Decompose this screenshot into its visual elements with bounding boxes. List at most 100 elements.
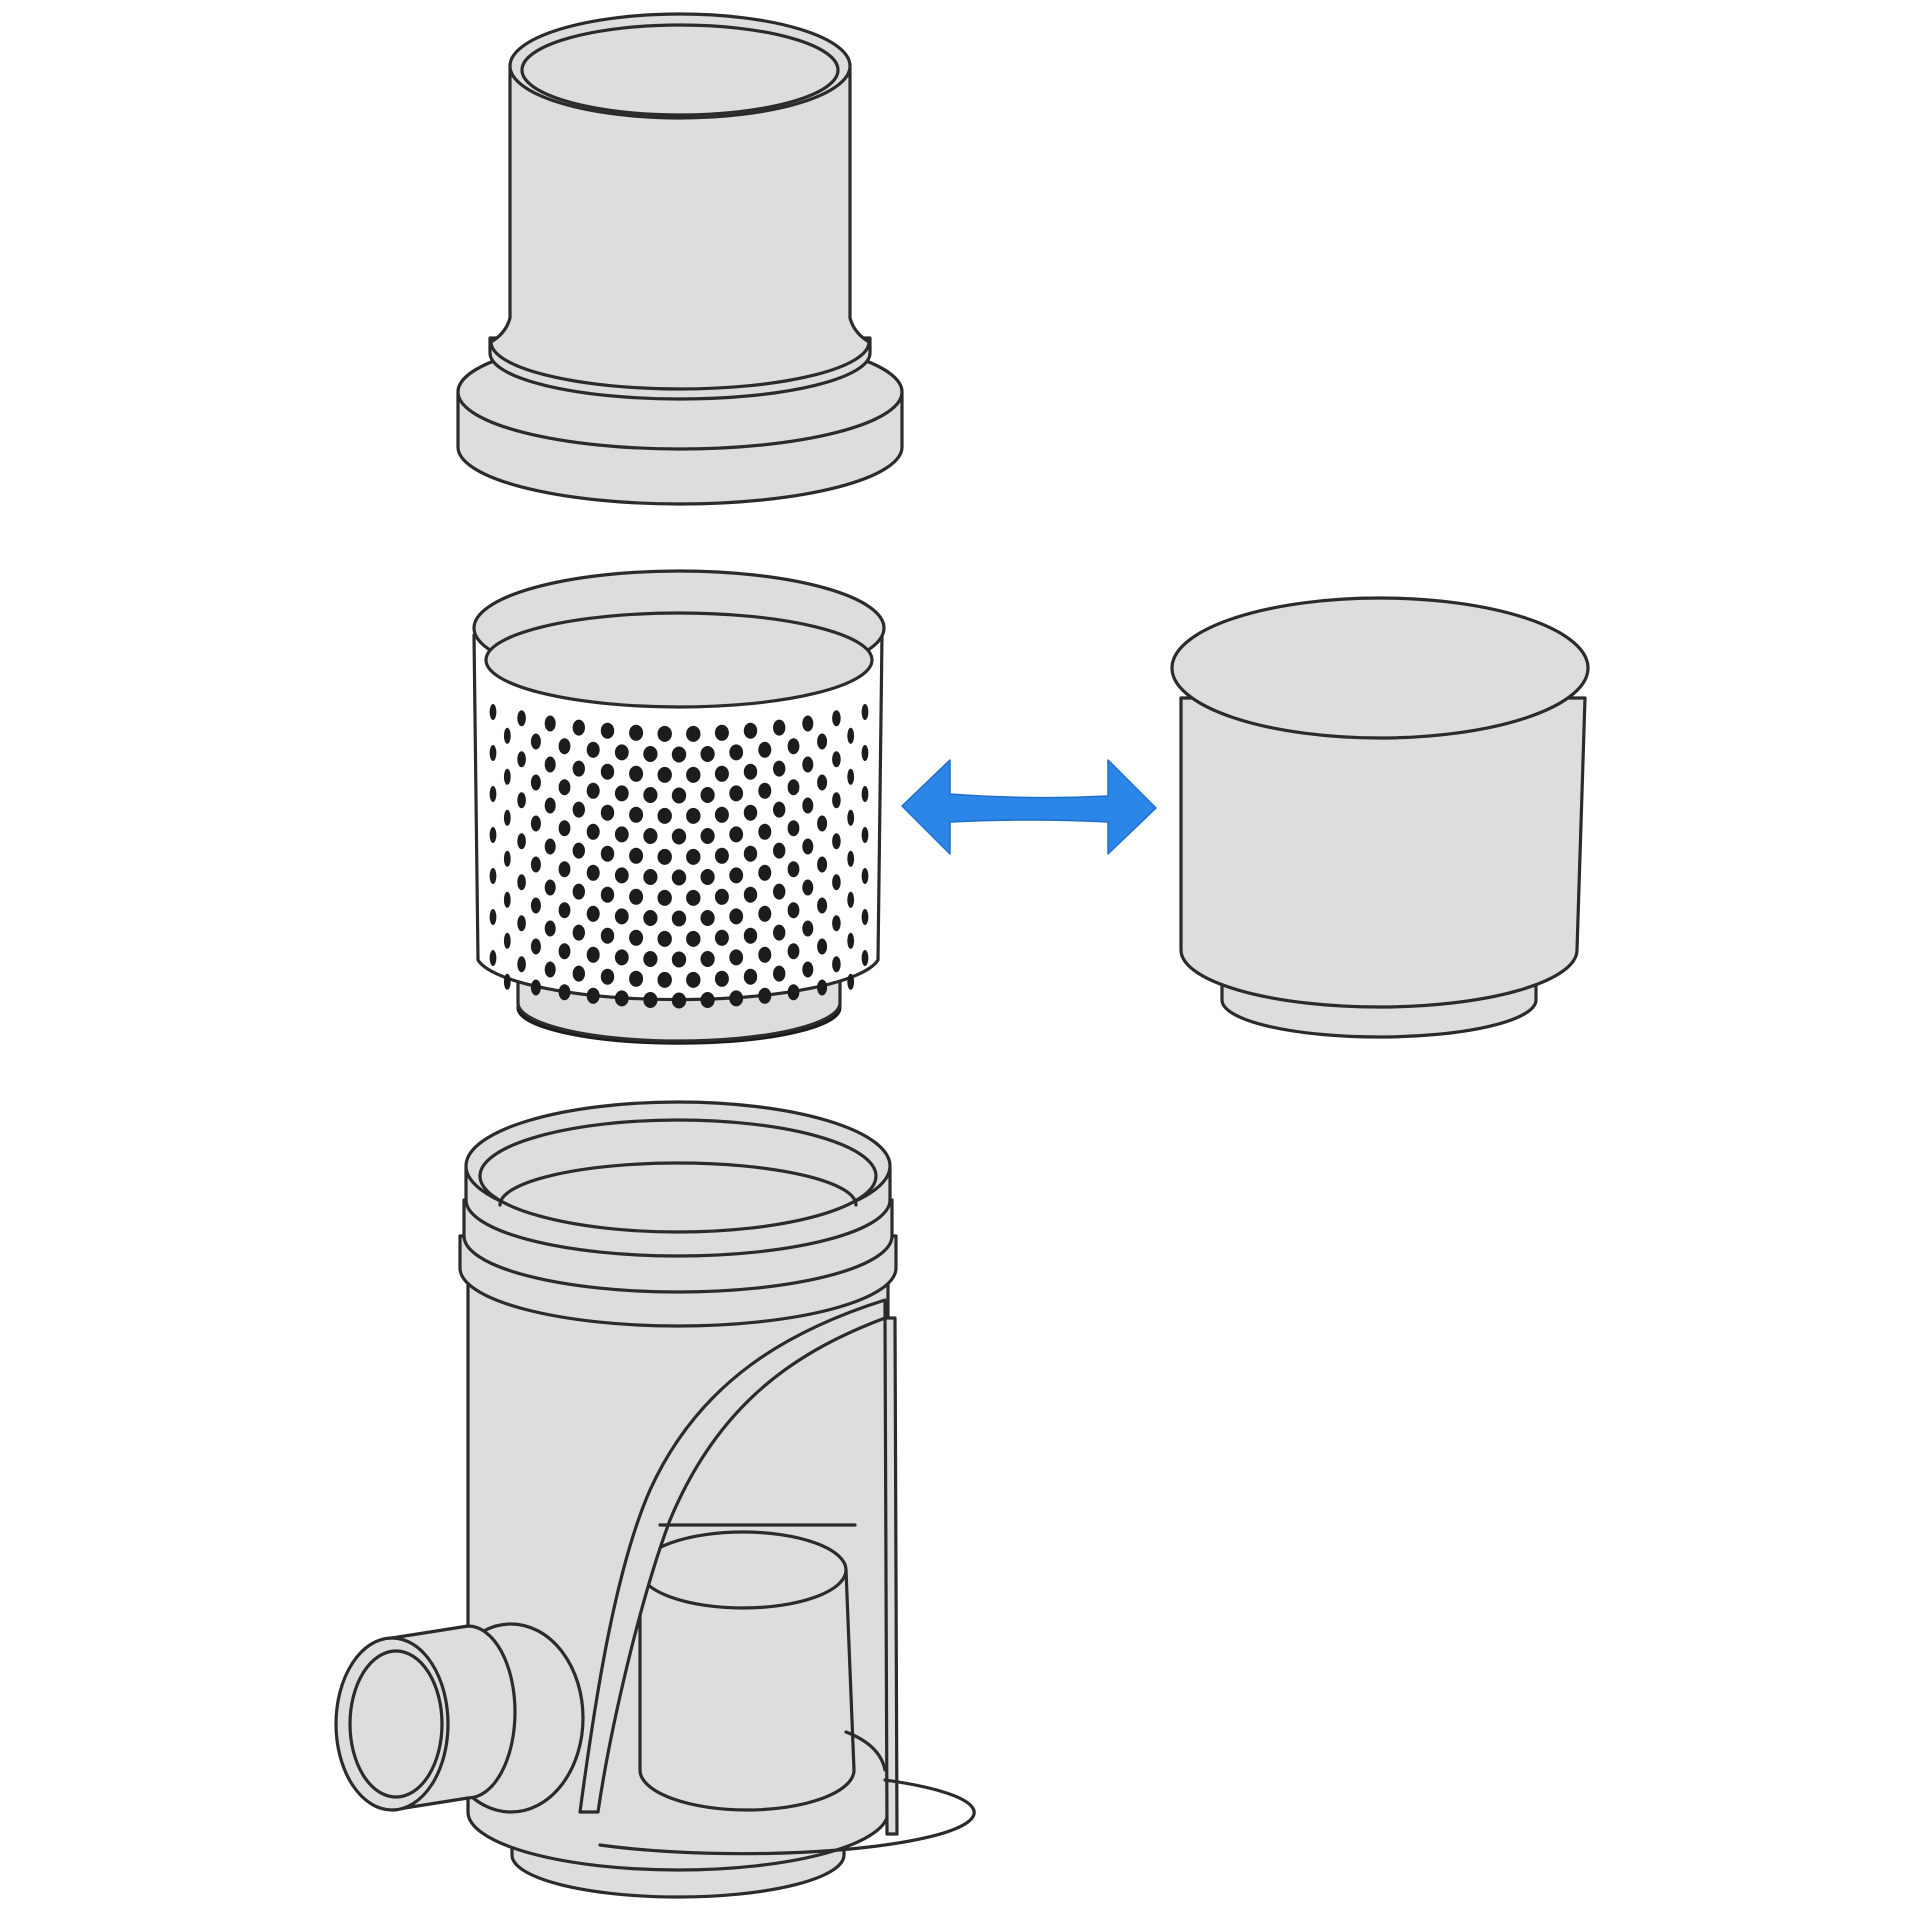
perforation-hole <box>572 760 585 777</box>
perforation-hole <box>817 733 828 750</box>
perforation-hole <box>817 897 828 914</box>
perforation-hole <box>686 889 701 906</box>
perforation-hole <box>643 787 658 803</box>
perforation-hole <box>586 823 600 840</box>
perforation-hole <box>802 838 814 855</box>
perforation-hole <box>802 961 814 978</box>
perforation-hole <box>643 869 658 885</box>
perforation-hole <box>686 725 701 742</box>
perforation-hole <box>729 990 744 1007</box>
perforation-hole <box>700 828 715 844</box>
perforation-hole <box>671 746 687 763</box>
perforation-hole <box>714 724 729 741</box>
perforation-hole <box>714 970 729 987</box>
perforation-hole <box>643 828 658 844</box>
perforation-hole <box>614 949 629 966</box>
side-outlet <box>334 1622 585 1814</box>
outlet-opening <box>348 1649 444 1799</box>
perforation-hole <box>743 804 758 821</box>
perforation-hole <box>686 930 701 947</box>
perforation-hole <box>802 879 814 896</box>
perforation-hole <box>643 910 658 926</box>
perforation-hole <box>671 910 687 927</box>
perforation-hole <box>530 938 541 955</box>
perforation-hole <box>600 722 615 739</box>
perforation-hole <box>629 847 644 864</box>
perforation-hole <box>657 971 672 988</box>
perforation-hole <box>643 992 658 1008</box>
perforation-hole <box>802 797 814 814</box>
perforation-hole <box>629 806 644 823</box>
perforation-hole <box>729 867 744 884</box>
cup-body <box>1179 696 1587 1009</box>
perforation-hole <box>629 724 644 741</box>
housing-guide-vane <box>578 1298 887 1814</box>
perforation-hole <box>714 929 729 946</box>
perforation-hole <box>530 897 541 914</box>
perforation-hole <box>743 886 758 903</box>
perforation-hole <box>572 801 585 818</box>
perforation-hole <box>802 920 814 937</box>
perforation-hole <box>503 768 511 785</box>
perforation-hole <box>558 779 571 796</box>
perforation-hole <box>758 782 772 799</box>
perforation-hole <box>817 774 828 791</box>
perforation-hole <box>714 847 729 864</box>
perforation-hole <box>614 990 629 1007</box>
perforation-hole <box>643 951 658 967</box>
perforation-hole <box>572 883 585 900</box>
perforation-hole <box>773 719 786 736</box>
perforation-hole <box>530 774 541 791</box>
perforation-hole <box>787 902 800 919</box>
perforation-hole <box>614 785 629 802</box>
perforation-hole <box>600 763 615 780</box>
perforation-hole <box>861 950 869 966</box>
perforation-hole <box>758 741 772 758</box>
perforation-hole <box>787 943 800 960</box>
perforation-hole <box>729 908 744 925</box>
perforation-hole <box>773 801 786 818</box>
perforation-hole <box>817 856 828 873</box>
perforation-hole <box>700 951 715 967</box>
housing-inner-step <box>498 1161 858 1207</box>
perforation-hole <box>847 850 855 867</box>
perforation-hole <box>700 992 715 1008</box>
perforation-hole <box>544 879 556 896</box>
perforation-hole <box>503 809 511 826</box>
perforation-hole <box>758 864 772 881</box>
perforation-hole <box>743 927 758 944</box>
perforation-hole <box>558 943 571 960</box>
perforation-hole <box>544 715 556 732</box>
perforation-hole <box>517 792 526 809</box>
perforation-hole <box>802 756 814 773</box>
housing-inner-curve <box>844 1730 887 1772</box>
perforation-hole <box>773 924 786 941</box>
perforation-hole <box>600 927 615 944</box>
perforation-hole <box>700 746 715 762</box>
perforation-hole <box>671 787 687 804</box>
perforation-hole <box>773 842 786 859</box>
perforation-hole <box>657 766 672 783</box>
perforation-hole <box>817 815 828 832</box>
perforation-hole <box>758 905 772 922</box>
perforated-filter-insert <box>472 569 886 1045</box>
filter-opening <box>484 611 874 709</box>
perforation-hole <box>503 932 511 949</box>
perforation-hole <box>586 864 600 881</box>
perforation-hole <box>544 838 556 855</box>
perforation-hole <box>517 956 526 973</box>
perforation-hole <box>832 792 841 809</box>
housing-opening <box>478 1118 878 1234</box>
perforation-hole <box>729 744 744 761</box>
perforation-hole <box>544 961 556 978</box>
perforation-hole <box>600 804 615 821</box>
perforation-hole <box>832 956 841 973</box>
perforation-hole <box>489 909 497 925</box>
perforation-hole <box>714 765 729 782</box>
housing-interior-rim <box>638 1530 848 1610</box>
perforation-hole <box>657 807 672 824</box>
perforation-hole <box>787 820 800 837</box>
perforation-hole <box>700 787 715 803</box>
perforation-hole <box>686 971 701 988</box>
